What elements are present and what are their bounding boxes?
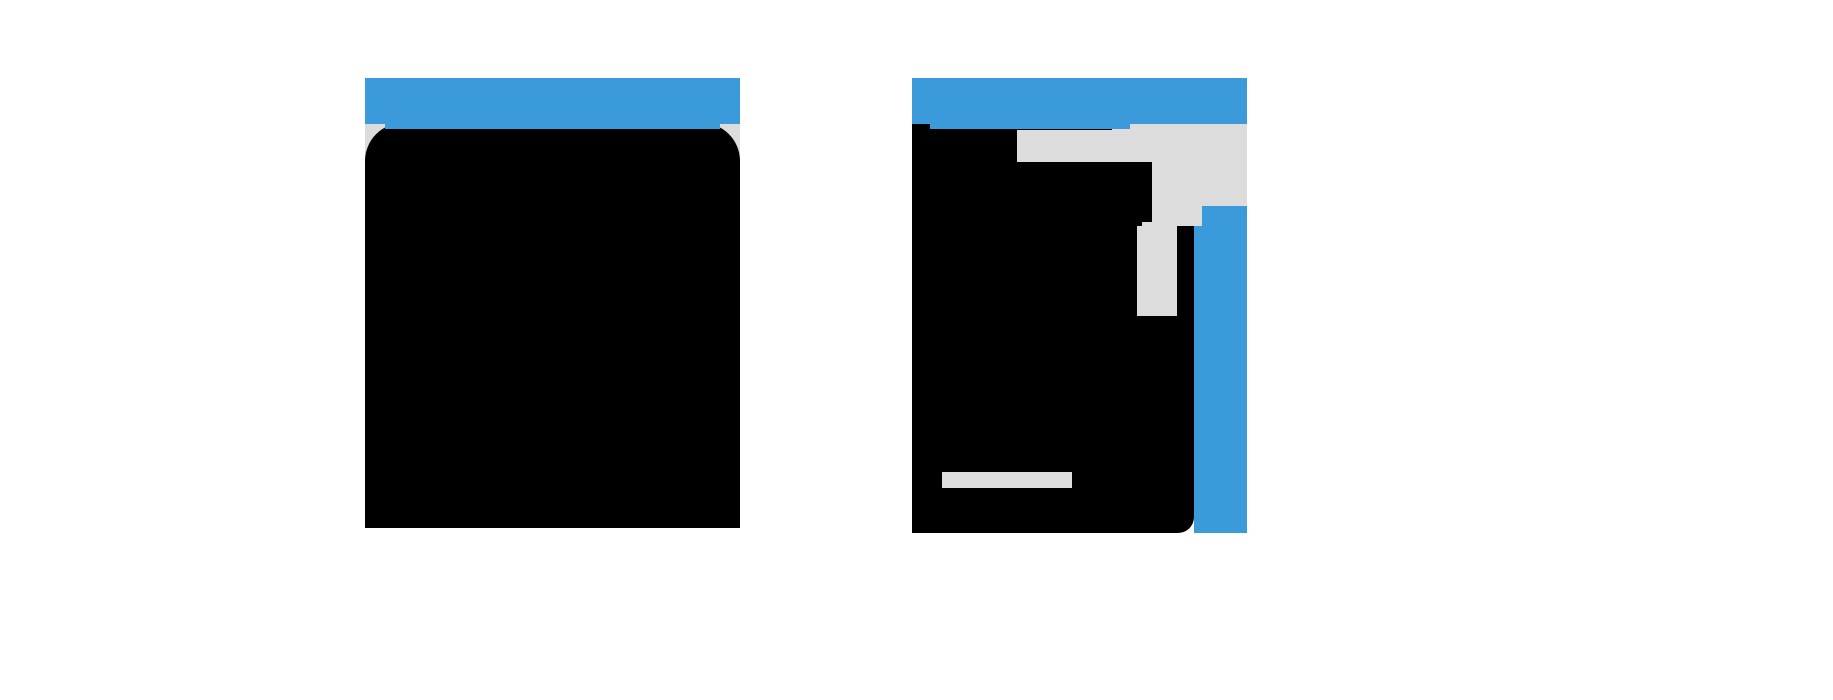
panel-right[interactable]: Side rail Redacted content Header bar [912, 78, 1247, 533]
panel-right-header-skirt [930, 116, 1130, 129]
panel-right-mask-block-3 [912, 222, 1137, 472]
panel-right-cutout-e [942, 470, 1002, 488]
panel-right-cutout-c [1142, 186, 1202, 226]
panel-right-mask-block-2 [912, 162, 1152, 222]
panel-left[interactable]: Redacted content Header bar [365, 78, 740, 528]
panel-left-header-skirt [385, 116, 720, 129]
panel-right-cutout-d [1137, 226, 1177, 316]
panel-left-redacted-body: Redacted content [365, 123, 740, 528]
